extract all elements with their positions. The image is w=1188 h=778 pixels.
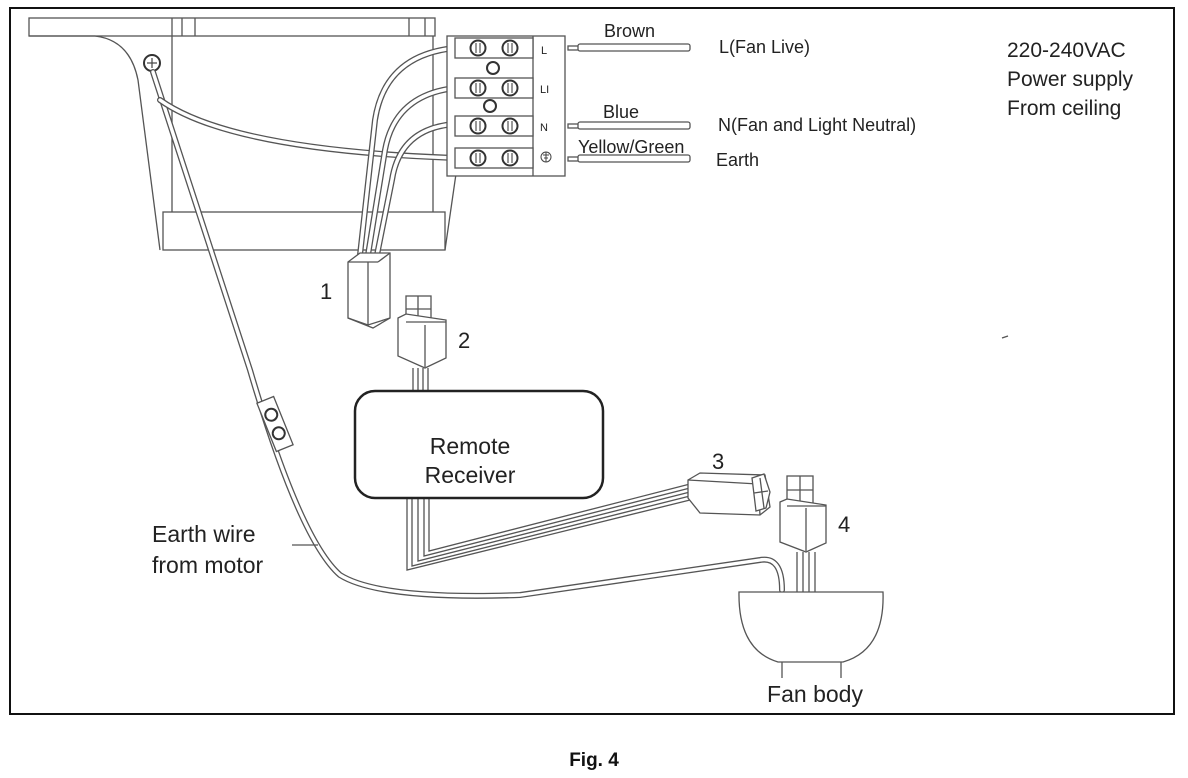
fan-input-wires <box>796 552 816 592</box>
wire-color-blue: Blue <box>603 102 639 122</box>
earth-wire-clamp <box>256 395 294 453</box>
terminal-desc-neutral: N(Fan and Light Neutral) <box>718 115 916 135</box>
receiver-label-line2: Receiver <box>425 462 516 488</box>
receiver-label-line1: Remote <box>430 433 511 459</box>
earth-wire-label-line1: Earth wire <box>152 521 256 547</box>
receiver-input-wires <box>412 368 429 392</box>
remote-receiver: Remote Receiver <box>353 389 605 500</box>
connector-2: 2 <box>397 295 470 369</box>
connector-number-3: 3 <box>712 449 724 474</box>
terminal-row-li <box>454 77 534 99</box>
supply-note: 220-240VAC Power supply From ceiling <box>1007 39 1134 120</box>
earth-wire-label: Earth wire from motor <box>152 521 318 578</box>
connector-number-4: 4 <box>838 512 850 537</box>
terminal-row-n <box>454 115 534 137</box>
wire-color-yellow-green: Yellow/Green <box>578 137 684 157</box>
terminal-desc-earth: Earth <box>716 150 759 170</box>
terminal-row-l <box>454 37 534 59</box>
connector-3: 3 <box>687 449 771 516</box>
bridge-screw-icon <box>483 99 497 113</box>
supply-note-line2: Power supply <box>1007 68 1134 91</box>
connector-4: 4 <box>779 475 850 553</box>
fan-body-label: Fan body <box>767 681 863 707</box>
supply-note-line1: 220-240VAC <box>1007 39 1126 62</box>
terminal-wires-bundle <box>357 45 458 258</box>
terminal-marker-li: LI <box>540 84 549 96</box>
fan-body: Fan body <box>738 591 884 707</box>
figure-caption: Fig. 4 <box>569 750 619 771</box>
earth-screw-icon <box>143 54 161 72</box>
earth-wire-label-line2: from motor <box>152 552 264 578</box>
wire-color-brown: Brown <box>604 21 655 41</box>
terminal-marker-n: N <box>540 122 548 134</box>
terminal-marker-l: L <box>541 45 547 57</box>
supply-note-line3: From ceiling <box>1007 97 1121 120</box>
terminal-row-earth <box>454 147 534 169</box>
connector-number-1: 1 <box>320 279 332 304</box>
earth-symbol-icon <box>540 151 552 163</box>
receiver-output-wires <box>406 483 691 571</box>
supply-wires <box>567 43 691 163</box>
bridge-screw-icon <box>486 61 500 75</box>
terminal-block: L LI N <box>446 35 566 177</box>
terminal-desc-live: L(Fan Live) <box>719 37 810 57</box>
connector-number-2: 2 <box>458 328 470 353</box>
connector-1: 1 <box>320 252 391 329</box>
